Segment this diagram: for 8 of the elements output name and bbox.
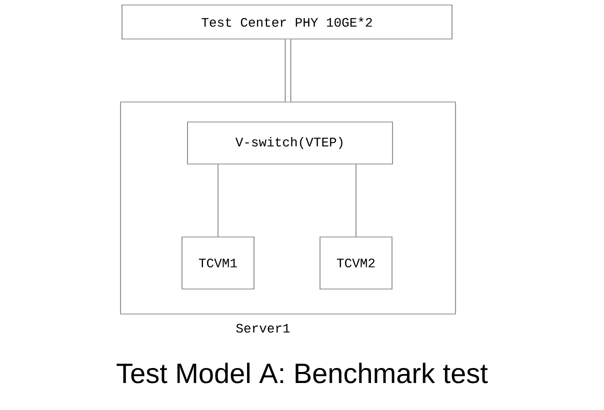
text-box: Test Center PHY 10GE*2	[122, 4, 452, 40]
caption: Test Model A: Benchmark test	[116, 362, 488, 384]
connector-line	[284, 39, 292, 102]
text-box: TCVM2	[320, 236, 392, 290]
node-caption: Server1	[236, 324, 290, 333]
text-box: TCVM1	[182, 236, 254, 290]
text-box: V-switch(VTEP)	[187, 122, 393, 164]
container-box	[120, 102, 456, 314]
